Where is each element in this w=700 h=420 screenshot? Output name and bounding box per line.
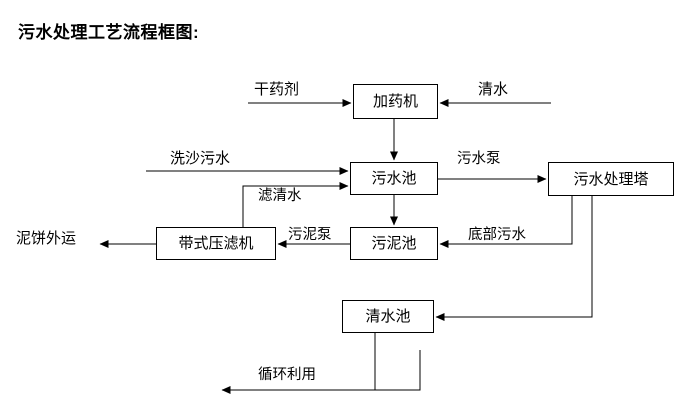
edge-label-bottom-sewage: 底部污水 <box>468 227 526 243</box>
edge-label-recycle-use: 循环利用 <box>258 367 316 383</box>
edge-label-sewage-pump: 污水泵 <box>457 151 501 167</box>
terminal-label-mud-cake-outbound: 泥饼外运 <box>16 230 77 247</box>
node-label: 污水池 <box>371 170 417 187</box>
edge-tower-to-clear-pool <box>435 196 593 321</box>
node-sludge-pool[interactable]: 污泥池 <box>350 227 438 260</box>
node-dosing-machine[interactable]: 加药机 <box>353 84 438 119</box>
node-sewage-pool[interactable]: 污水池 <box>350 162 438 195</box>
page-title: 污水处理工艺流程框图: <box>18 23 200 42</box>
node-label: 带式压滤机 <box>178 235 254 252</box>
edge-label-sludge-pump: 污泥泵 <box>288 227 332 243</box>
edge-tower-to-sludge-pool <box>439 196 573 248</box>
edge-label-filtrate: 滤清水 <box>258 188 302 204</box>
node-label: 清水池 <box>365 308 411 325</box>
edge-recycle-return-branch <box>375 350 421 391</box>
node-label: 污水处理塔 <box>573 170 649 188</box>
terminal-label-dry-agent: 干药剂 <box>254 81 300 98</box>
node-label: 加药机 <box>372 93 418 110</box>
terminal-label-clean-water: 清水 <box>478 81 509 98</box>
edge-filtrate-to-sewage-pool <box>242 182 349 227</box>
node-belt-filter-press[interactable]: 带式压滤机 <box>156 227 276 260</box>
node-clear-water-pool[interactable]: 清水池 <box>342 300 434 333</box>
node-label: 污泥池 <box>371 235 417 252</box>
node-treatment-tower[interactable]: 污水处理塔 <box>548 162 674 196</box>
terminal-label-sand-washing-sewage: 洗沙污水 <box>170 150 231 167</box>
